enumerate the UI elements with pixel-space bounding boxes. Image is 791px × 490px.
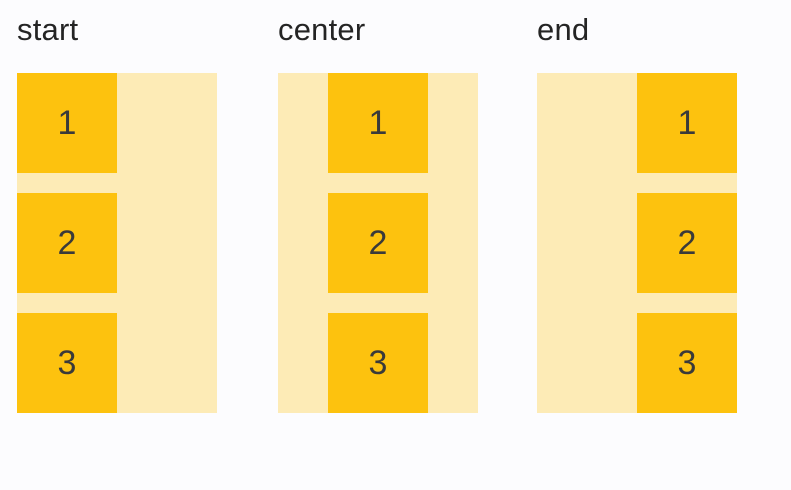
column-label: center xyxy=(278,12,366,47)
flex-item: 2 xyxy=(637,193,737,293)
alignment-demo-column-center: center 1 2 3 xyxy=(278,14,478,413)
flex-item: 1 xyxy=(17,73,117,173)
flex-item: 3 xyxy=(328,313,428,413)
flex-item: 1 xyxy=(637,73,737,173)
alignment-demo-column-end: end 1 2 3 xyxy=(537,14,737,413)
flex-item: 2 xyxy=(328,193,428,293)
flex-item: 3 xyxy=(17,313,117,413)
flex-container-center: 1 2 3 xyxy=(278,73,478,413)
flex-item: 3 xyxy=(637,313,737,413)
flex-item: 1 xyxy=(328,73,428,173)
column-label: start xyxy=(17,12,79,47)
column-label: end xyxy=(537,12,590,47)
flex-container-start: 1 2 3 xyxy=(17,73,217,413)
flex-container-end: 1 2 3 xyxy=(537,73,737,413)
alignment-demo-column-start: start 1 2 3 xyxy=(17,14,217,413)
flex-item: 2 xyxy=(17,193,117,293)
